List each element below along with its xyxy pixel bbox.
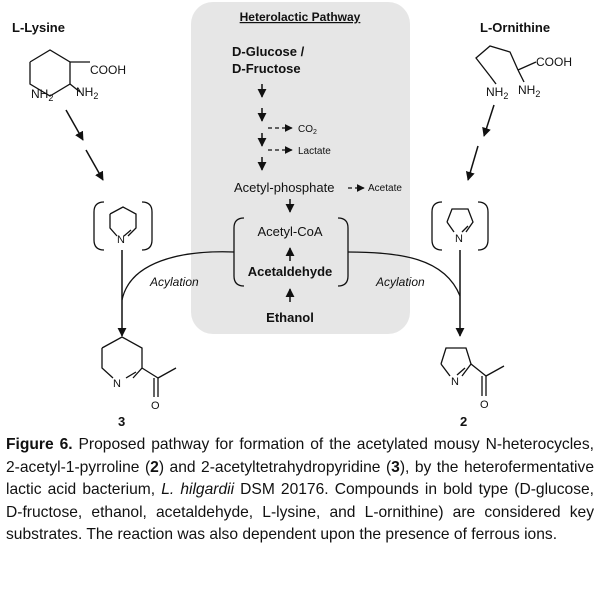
arrow-lysine-2 [85,149,104,181]
piperideine-ring [109,206,137,237]
glucose-label-2: D-Fructose [232,61,301,76]
arrow-ornithine-1 [482,104,495,137]
piperideine-bracket-left [93,201,105,251]
caption-text-4: DSM 20176. Compounds in bold type ( [234,481,520,498]
caption-text-1: Proposed pathway for formation of the ac… [6,436,594,476]
caption-l-2: L [364,503,374,521]
ornithine-label: L-Ornithine [480,20,550,35]
lysine-nh2-b: NH2 [76,85,98,101]
glucose-label-1: D-Glucose / [232,44,305,59]
piperideine-bracket-right [141,201,153,251]
arrow-ornithine-2 [465,145,479,181]
acylation-curve-right [347,251,461,297]
acylation-curve-left [121,251,235,301]
acetyl-coa-label: Acetyl-CoA [257,224,322,239]
pyrroline-ring [446,208,474,233]
product-3-number: 3 [118,414,125,429]
caption-d-2: D [6,503,18,521]
product-3-o: O [151,400,160,412]
ethanol-label: Ethanol [266,310,314,325]
caption-text-3: ), by the heterofermentative lactic acid… [6,458,594,499]
product-2-number: 2 [460,414,467,429]
acetaldehyde-label: Acetaldehyde [248,264,333,279]
ornithine-nh2-b: NH2 [518,83,540,99]
product-2-o: O [480,399,489,411]
ornithine-cooh: COOH [536,55,572,69]
arrow-lysine-1 [65,109,84,141]
acetate-label: Acetate [368,183,402,194]
lysine-nh2-a: NH2 [31,87,53,103]
ornithine-structure [475,45,537,85]
pathway-diagram: Heterolactic Pathway D-Glucose / D-Fruct… [12,2,572,429]
product-2-structure [440,347,505,396]
caption-text-7: -lysine, and [270,503,365,521]
acetyl-phosphate-label: Acetyl-phosphate [234,180,334,195]
acylation-right-label: Acylation [375,275,425,289]
lysine-structure [29,49,90,97]
caption-text-6: -fructose, ethanol, acetaldehyde, [17,503,263,521]
lysine-cooh: COOH [90,63,126,77]
lactate-label: Lactate [298,146,331,157]
figure-caption: Figure 6. Proposed pathway for formation… [6,434,594,547]
caption-text-5: -glucose, [530,481,594,498]
pathway-box [191,2,410,334]
product-2-n: N [451,376,459,388]
co2-label: CO2 [298,124,317,136]
product-3-structure [101,336,177,397]
pyrroline-n: N [455,233,463,245]
product-3-n: N [113,378,121,390]
pathway-title: Heterolactic Pathway [240,10,361,24]
caption-compound-3: 3 [391,458,400,476]
caption-compound-2: 2 [150,458,159,476]
caption-text-2: ) and 2-acetyltetrahydropyridine ( [158,458,392,476]
caption-species: L. hilgardii [161,481,235,498]
caption-label: Figure 6. [6,436,73,453]
caption-d-1: D [519,481,531,498]
caption-l-1: L [262,503,271,521]
lysine-label: L-Lysine [12,20,65,35]
acylation-left-label: Acylation [149,275,199,289]
ornithine-nh2-a: NH2 [486,85,508,101]
caption-text-8: -ornithine) are considered key substrate… [6,503,594,544]
pyrroline-bracket-left [431,201,443,251]
pyrroline-bracket-right [477,201,489,251]
piperideine-n: N [117,234,125,246]
